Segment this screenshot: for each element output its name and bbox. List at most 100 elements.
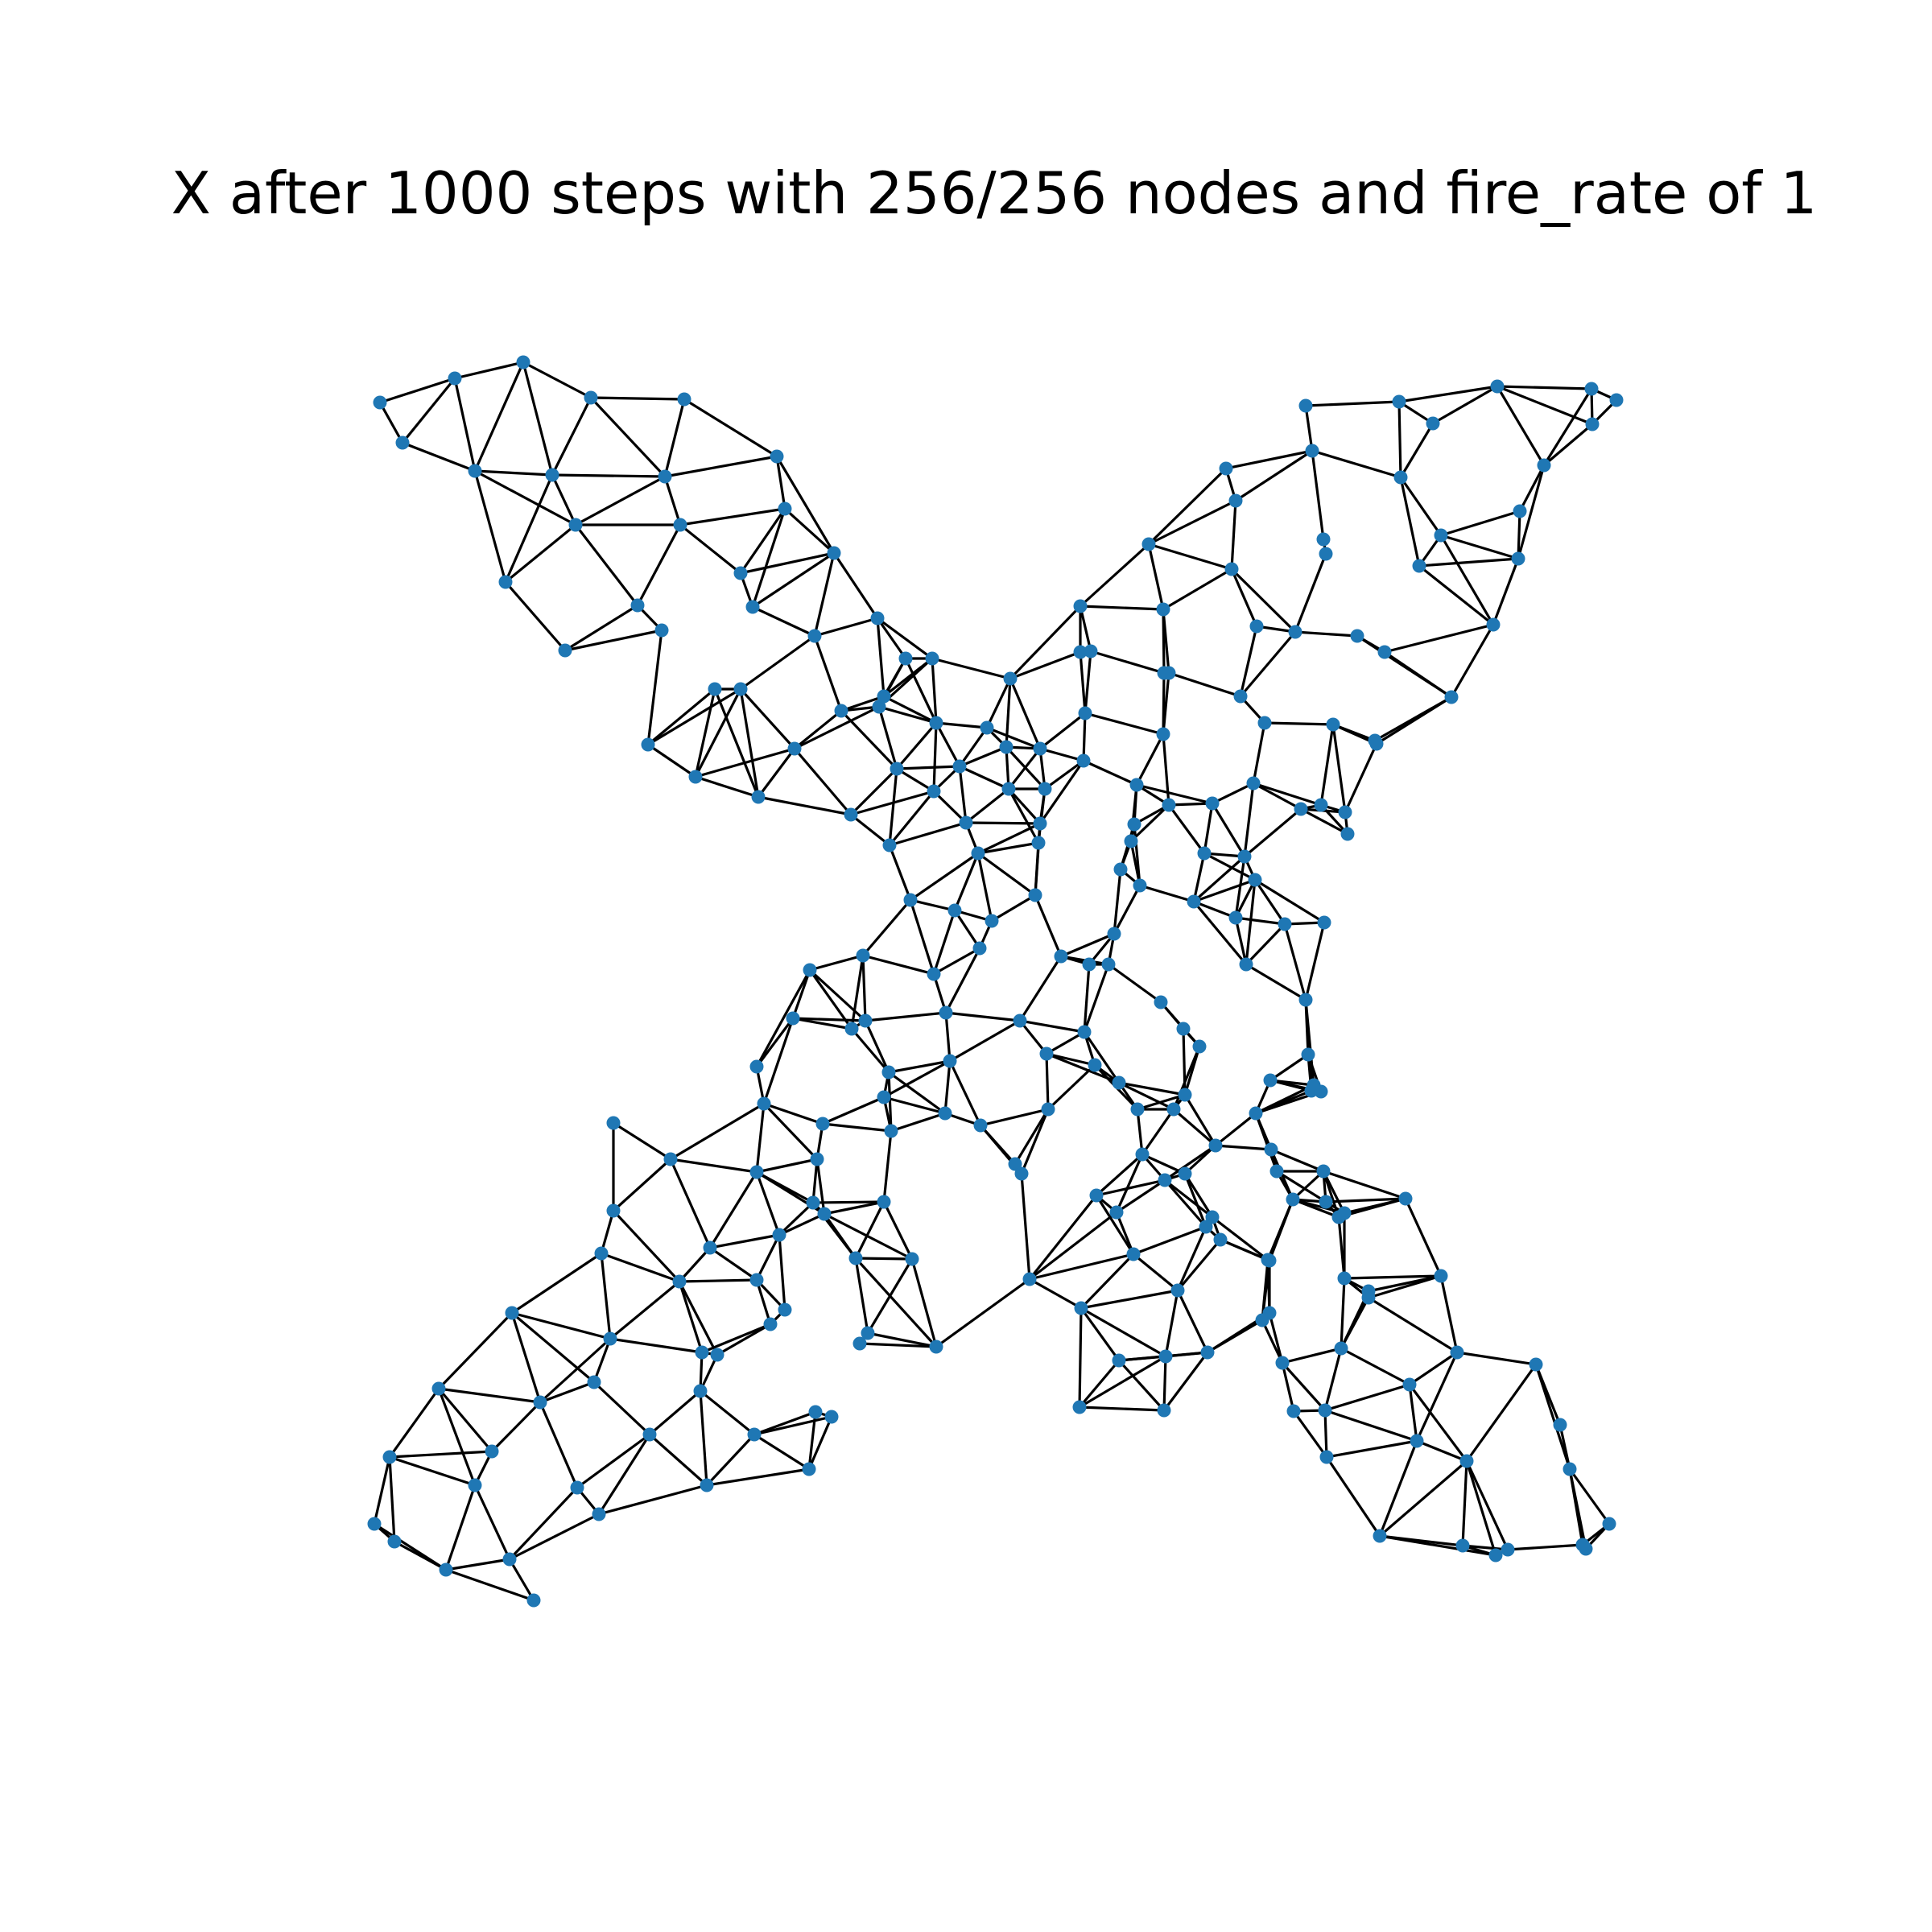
graph-edge <box>437 1311 514 1390</box>
graph-edge <box>1084 712 1164 736</box>
graph-edge <box>1078 1359 1121 1409</box>
graph-node <box>526 1593 541 1608</box>
graph-edge <box>1465 1460 1497 1556</box>
graph-edge <box>740 551 835 575</box>
graph-edge <box>592 1381 651 1436</box>
graph-edge <box>910 852 979 902</box>
graph-node <box>772 1228 786 1242</box>
graph-edge <box>510 1311 596 1384</box>
graph-node <box>533 1395 547 1410</box>
graph-edge <box>1300 807 1348 836</box>
graph-edge <box>859 1342 937 1348</box>
graph-edge <box>445 1558 510 1571</box>
graph-node <box>395 436 410 450</box>
graph-edge <box>762 1102 819 1161</box>
graph-node <box>1072 1400 1087 1414</box>
graph-node <box>1511 551 1525 566</box>
graph-node <box>1319 547 1333 561</box>
graph-edge <box>1253 879 1286 925</box>
graph-node <box>1028 888 1042 902</box>
graph-edge <box>1456 1351 1537 1366</box>
graph-edge <box>1172 1046 1201 1110</box>
graph-edge <box>1254 878 1325 924</box>
graph-node <box>1392 394 1406 409</box>
graph-edge <box>876 617 907 659</box>
graph-edge <box>1220 1238 1270 1262</box>
graph-edge <box>1164 1290 1179 1357</box>
graph-edge <box>935 722 961 767</box>
graph-edge <box>1324 1409 1418 1443</box>
graph-node <box>1033 741 1047 756</box>
graph-node <box>877 1090 891 1104</box>
graph-node <box>802 1462 816 1476</box>
graph-node <box>431 1381 446 1396</box>
graph-node <box>806 1195 820 1210</box>
graph-edge <box>1432 385 1498 425</box>
graph-edge <box>958 727 989 767</box>
graph-edge <box>1311 450 1325 540</box>
graph-node <box>1129 778 1144 792</box>
graph-node <box>708 682 722 696</box>
graph-node <box>1248 873 1262 887</box>
graph-edge <box>1176 1290 1209 1353</box>
graph-node <box>749 1273 764 1287</box>
graph-edge <box>590 396 685 401</box>
graph-edge <box>945 1011 1021 1022</box>
graph-node <box>1305 444 1319 458</box>
graph-edge <box>792 1017 866 1022</box>
graph-edge <box>876 617 886 697</box>
graph-node <box>1553 1418 1567 1432</box>
graph-edge <box>1080 605 1164 611</box>
graph-edge <box>1331 724 1347 813</box>
graph-edge <box>1397 401 1402 478</box>
graph-edge <box>753 1415 832 1436</box>
graph-node <box>1031 836 1046 850</box>
graph-edge <box>910 1258 938 1348</box>
graph-edge <box>600 1253 612 1340</box>
graph-edge <box>1147 543 1165 610</box>
graph-edge <box>953 910 981 949</box>
graph-edge <box>752 551 835 609</box>
graph-edge <box>695 775 759 799</box>
graph-edge <box>877 617 933 660</box>
graph-edge <box>778 1234 786 1311</box>
graph-edge <box>1039 747 1084 762</box>
graph-edge <box>1162 672 1170 735</box>
graph-node <box>870 611 885 625</box>
graph-node <box>1127 817 1141 832</box>
graph-edge <box>453 378 477 472</box>
graph-node <box>1275 1356 1290 1370</box>
graph-node <box>505 1306 519 1320</box>
graph-node <box>1156 727 1170 741</box>
graph-edge <box>1203 852 1256 881</box>
graph-node <box>448 371 462 386</box>
graph-edge <box>1239 625 1258 697</box>
graph-edge <box>791 969 811 1019</box>
graph-node <box>1008 1157 1022 1171</box>
graph-edge <box>762 1018 795 1104</box>
graph-edge <box>1176 1238 1222 1292</box>
graph-edge <box>1399 423 1435 478</box>
graph-edge <box>877 706 898 770</box>
graph-edge <box>1398 385 1498 403</box>
graph-edge <box>739 508 786 574</box>
graph-node <box>1176 1022 1191 1036</box>
graph-node <box>1213 1232 1228 1247</box>
graph-node <box>927 967 941 981</box>
graph-edge <box>1319 724 1335 806</box>
graph-edge <box>1542 388 1593 466</box>
graph-edge <box>1276 1170 1327 1203</box>
graph-node <box>1263 1073 1278 1088</box>
graph-edge <box>850 1027 890 1074</box>
graph-edge <box>511 1252 602 1315</box>
graph-node <box>856 948 870 963</box>
graph-edge <box>678 1281 704 1353</box>
graph-node <box>972 941 987 956</box>
graph-node <box>1455 1538 1470 1553</box>
graph-edge <box>539 1402 579 1488</box>
graph-node <box>1197 846 1212 861</box>
graph-edge <box>739 688 760 798</box>
graph-edge <box>551 397 592 476</box>
graph-node <box>485 1444 499 1459</box>
